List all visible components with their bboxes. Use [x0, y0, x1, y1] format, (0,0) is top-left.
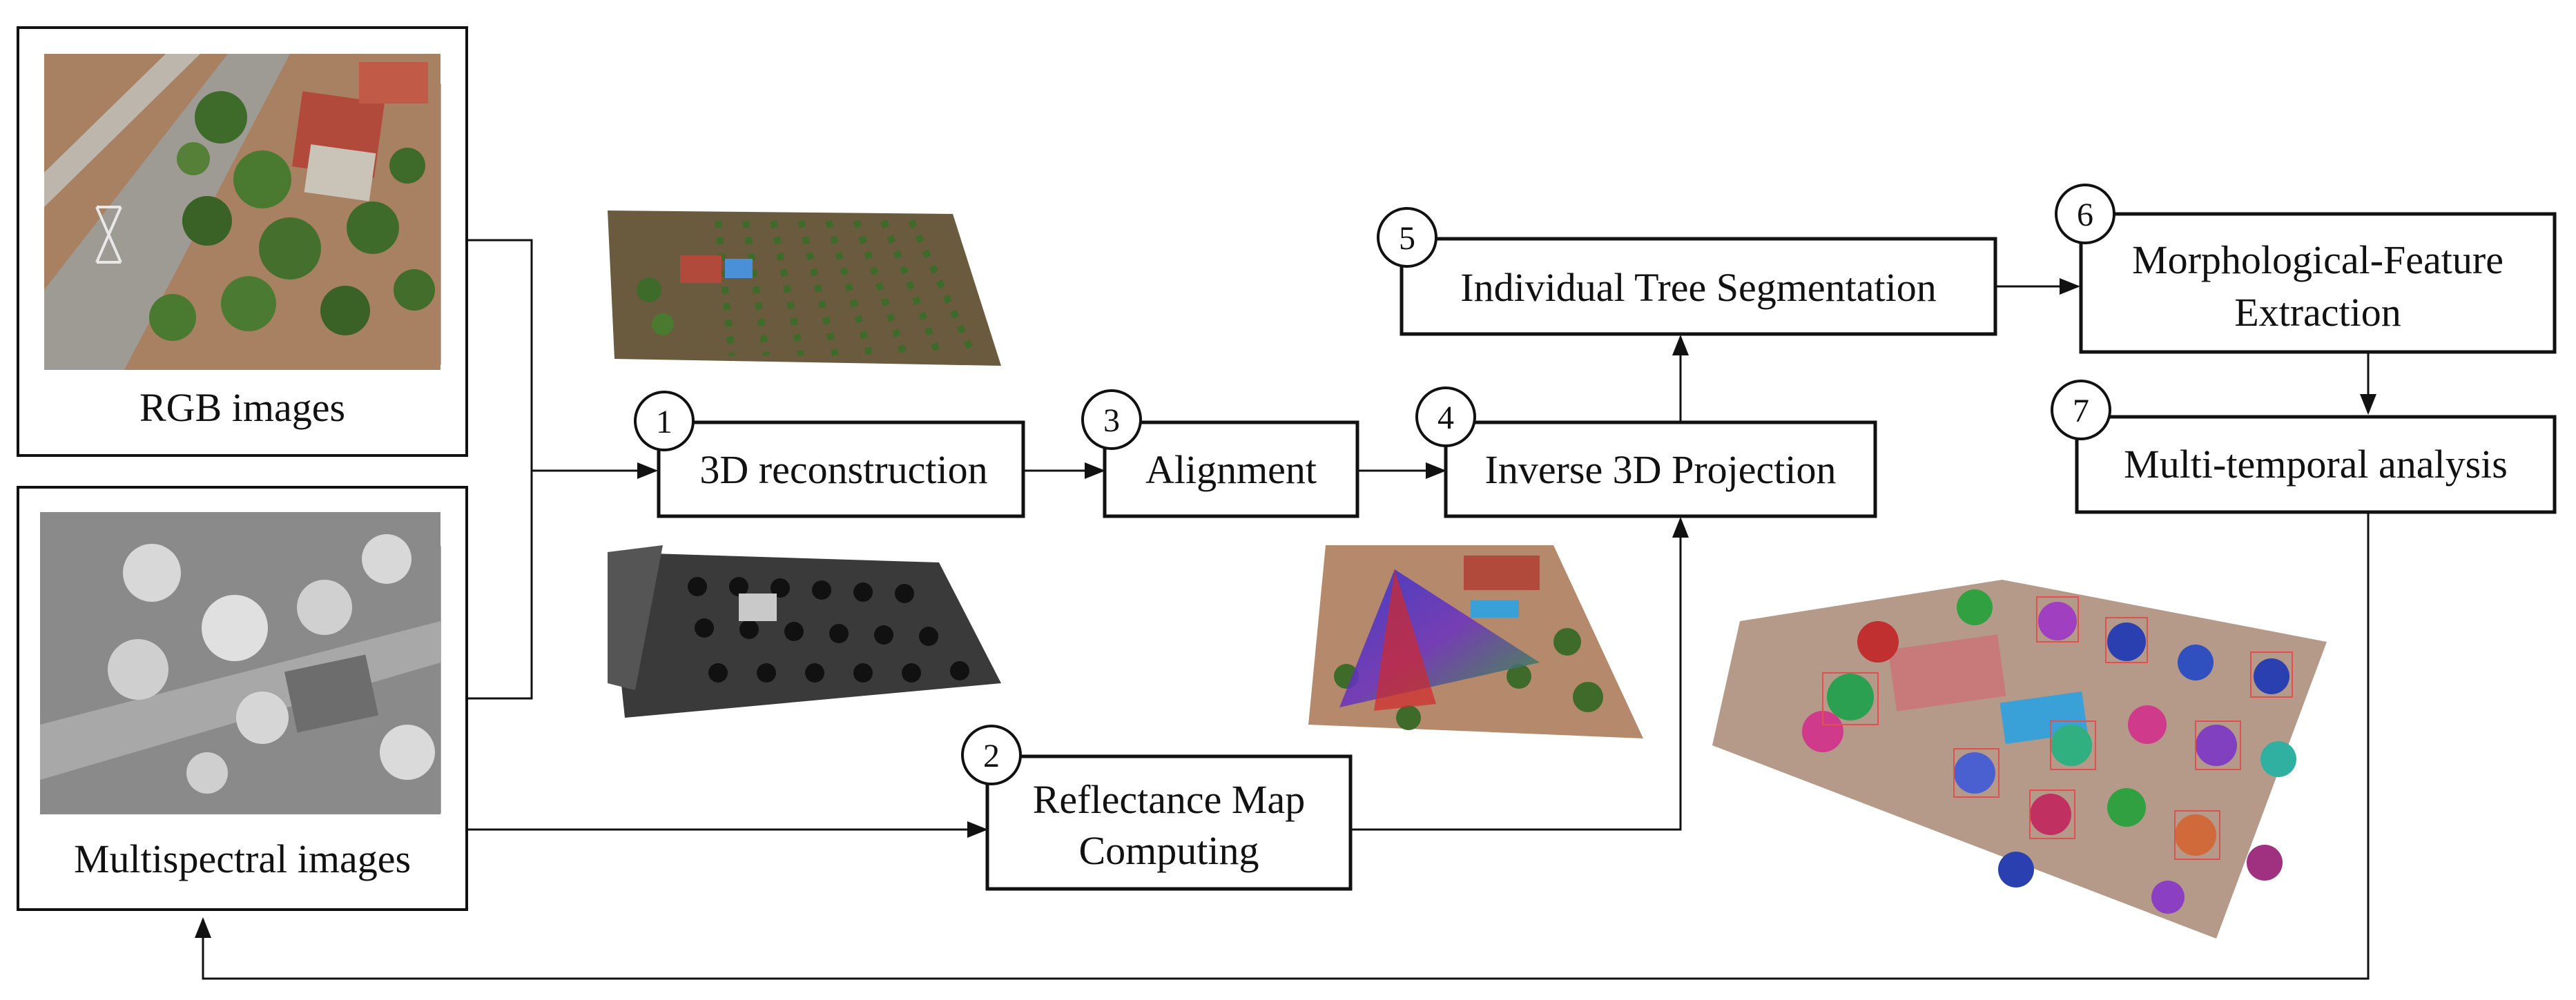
step-7-label: Multi-temporal analysis — [2124, 442, 2508, 487]
ms-image-stack — [40, 512, 443, 816]
rgb-aerial-photo — [44, 54, 440, 370]
segmentation-result-visual — [1712, 580, 2327, 939]
step-2-label-line-1: Reflectance Map — [1033, 777, 1306, 822]
step-6-number-circle — [2055, 184, 2115, 244]
step-5-number: 5 — [1399, 220, 1415, 257]
step-4-label: Inverse 3D Projection — [1485, 447, 1837, 492]
step-1-number: 1 — [656, 404, 672, 440]
rgb-point-cloud — [608, 210, 1001, 366]
step-3-alignment: Alignment 3 — [1081, 389, 1359, 518]
step-3-label: Alignment — [1145, 447, 1317, 492]
rgb-images-panel: RGB images — [17, 26, 468, 457]
step-4-inverse-3d-projection: Inverse 3D Projection 4 — [1415, 386, 1877, 518]
step-7-number-circle — [2051, 380, 2111, 440]
segmented-trees — [1802, 589, 2296, 914]
step-4-number-circle — [1415, 386, 1476, 447]
step-3-number-circle — [1081, 389, 1142, 450]
step-1-number-circle — [634, 391, 695, 451]
step-6-morphological-feature-extraction: Morphological-Feature Extraction 6 — [2055, 184, 2557, 354]
ms-aerial-photo — [40, 512, 440, 814]
step-7-number: 7 — [2073, 393, 2089, 429]
multispectral-images-caption: Multispectral images — [74, 836, 411, 881]
step-2-number-circle — [961, 725, 1022, 785]
step-2-label-line-2: Computing — [1078, 828, 1259, 873]
step-7-multi-temporal-analysis: Multi-temporal analysis 7 — [2051, 380, 2557, 514]
multispectral-point-cloud — [608, 545, 1001, 718]
rgb-images-caption: RGB images — [139, 385, 345, 430]
rgb-image-stack — [44, 54, 443, 370]
input-connectors — [467, 239, 988, 838]
inverse-projection-visual — [1308, 545, 1643, 738]
step-5-individual-tree-segmentation: Individual Tree Segmentation 5 — [1377, 207, 1997, 336]
step-6-number: 6 — [2077, 197, 2093, 233]
step-6-label-line-2: Extraction — [2234, 290, 2401, 335]
step-4-number: 4 — [1437, 400, 1454, 436]
step-connectors — [195, 278, 2376, 980]
step-2-reflectance-map: Reflectance Map Computing 2 — [961, 725, 1353, 891]
step-1-3d-reconstruction: 3D reconstruction 1 — [634, 391, 1025, 518]
step-2-number: 2 — [983, 738, 1000, 774]
step-5-label: Individual Tree Segmentation — [1460, 265, 1937, 310]
step-5-number-circle — [1377, 207, 1437, 268]
step-1-label: 3D reconstruction — [699, 447, 987, 492]
multispectral-images-panel: Multispectral images — [17, 486, 468, 911]
step-3-number: 3 — [1103, 402, 1120, 439]
step-6-label-line-1: Morphological-Feature — [2132, 237, 2504, 282]
